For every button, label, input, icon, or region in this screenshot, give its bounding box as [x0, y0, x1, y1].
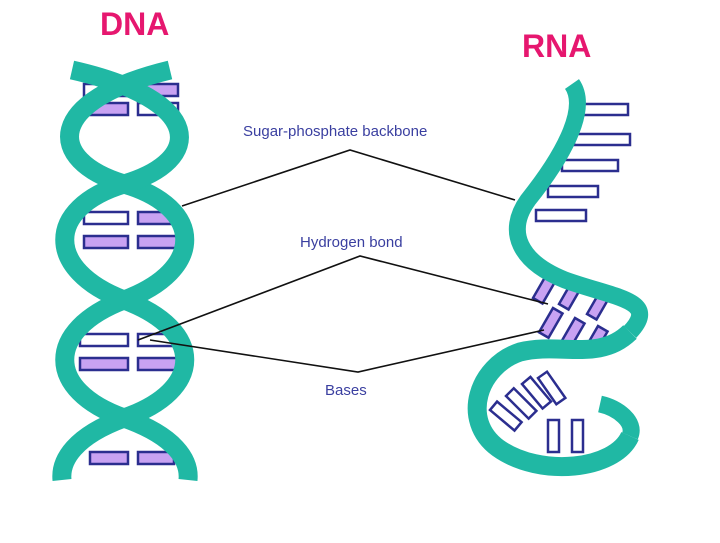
rna-base — [534, 208, 588, 223]
backbone-pointer — [181, 149, 516, 207]
rna-base — [520, 375, 553, 411]
dna-base — [82, 210, 130, 226]
rna-backbone-tail — [597, 395, 640, 440]
dna-base — [82, 234, 130, 250]
dna-base-pair-group-2 — [82, 210, 180, 250]
rna-base — [537, 306, 565, 340]
rna-base — [578, 102, 630, 117]
dna-base-pairs — [78, 82, 180, 466]
rna-backbone — [467, 79, 649, 476]
dna-title: DNA — [100, 6, 170, 42]
bases-pointer — [149, 329, 545, 373]
rna-base — [546, 184, 600, 199]
dna-base — [88, 450, 130, 466]
hydrogen-bond-pointer — [137, 255, 549, 341]
dna-backbone-strand-b — [52, 60, 195, 481]
dna-base — [136, 356, 180, 372]
rna-base — [572, 132, 632, 147]
rna-base — [560, 158, 620, 173]
dna-helix — [52, 60, 198, 481]
dna-base-pair-group-3 — [78, 332, 180, 372]
rna-base — [546, 418, 561, 454]
rna-base — [536, 369, 568, 406]
dna-base — [136, 234, 180, 250]
dna-backbone — [52, 60, 198, 481]
rna-title: RNA — [522, 28, 592, 64]
dna-base-pair-group-4 — [88, 450, 176, 466]
rna-strand — [467, 79, 649, 476]
rna-base — [570, 418, 585, 454]
dna-base — [78, 356, 130, 372]
bases-label: Bases — [325, 382, 367, 399]
rna-base — [504, 386, 539, 421]
rna-upper-bases — [534, 102, 632, 223]
rna-backbone-upper — [508, 79, 649, 338]
rna-backbone-lower — [467, 324, 639, 476]
pointer-lines — [137, 149, 549, 373]
hydrogen-bond-label: Hydrogen bond — [300, 234, 403, 251]
backbone-label: Sugar-phosphate backbone — [243, 123, 428, 140]
dna-base — [78, 332, 130, 348]
rna-lower-bases — [488, 369, 585, 454]
rna-base — [488, 399, 524, 433]
